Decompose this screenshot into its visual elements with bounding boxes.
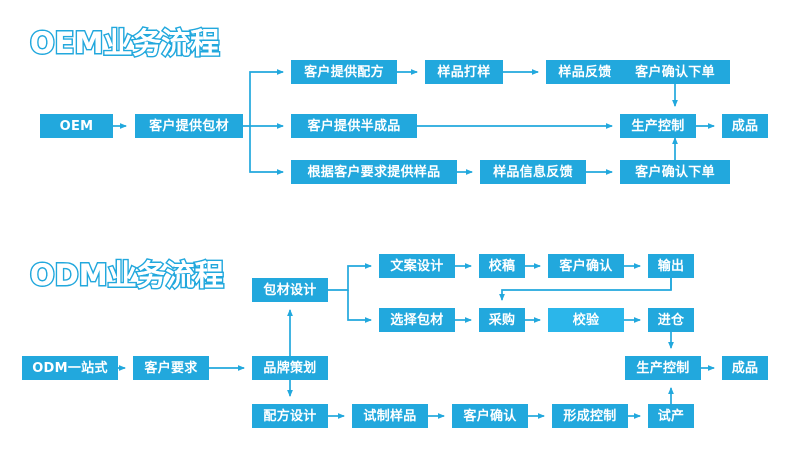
node-oem_b1_2[interactable]: 样品打样 <box>425 60 503 84</box>
node-label: 客户提供半成品 <box>307 118 401 134</box>
node-odm_sample[interactable]: 试制样品 <box>352 404 428 428</box>
node-label: 客户提供配方 <box>304 64 384 80</box>
node-label: 包材设计 <box>263 282 317 298</box>
node-label: 校验 <box>572 312 600 328</box>
node-label: 文案设计 <box>390 258 444 274</box>
node-label: 样品打样 <box>437 64 491 80</box>
node-label: 进仓 <box>657 312 685 328</box>
node-label: 样品反馈 <box>558 64 612 80</box>
node-label: 客户确认 <box>463 408 517 424</box>
node-label: 样品信息反馈 <box>493 164 573 180</box>
node-label: 成品 <box>731 360 759 376</box>
node-odm_control[interactable]: 形成控制 <box>552 404 628 428</box>
node-label: 校稿 <box>488 258 516 274</box>
node-odm_copy[interactable]: 文案设计 <box>379 254 455 278</box>
node-oem_b1_3[interactable]: 样品反馈 <box>546 60 624 84</box>
node-oem_b3_1[interactable]: 根据客户要求提供样品 <box>291 160 457 184</box>
node-oem_pack[interactable]: 客户提供包材 <box>135 114 243 138</box>
node-label: 客户确认 <box>559 258 613 274</box>
node-oem_b1_1[interactable]: 客户提供配方 <box>291 60 397 84</box>
node-label: 配方设计 <box>263 408 317 424</box>
node-label: 客户确认下单 <box>635 64 715 80</box>
node-label: 形成控制 <box>563 408 617 424</box>
node-odm_req[interactable]: 客户要求 <box>133 356 209 380</box>
node-label: 品牌策划 <box>263 360 317 376</box>
node-oem_b3_2[interactable]: 样品信息反馈 <box>480 160 586 184</box>
node-odm_start[interactable]: ODM一站式 <box>22 356 118 380</box>
node-odm_buy[interactable]: 采购 <box>479 308 525 332</box>
node-label: 试产 <box>657 408 685 424</box>
node-odm_conf2[interactable]: 客户确认 <box>452 404 528 428</box>
node-label: 输出 <box>657 258 685 274</box>
node-odm_proof[interactable]: 校稿 <box>479 254 525 278</box>
odm-title-stroke: ODM业务流程 <box>29 257 226 294</box>
node-odm_store[interactable]: 进仓 <box>648 308 694 332</box>
node-odm_form[interactable]: 配方设计 <box>252 404 328 428</box>
node-oem_ctrl[interactable]: 生产控制 <box>620 114 696 138</box>
node-label: ODM一站式 <box>32 360 108 376</box>
node-oem_done[interactable]: 成品 <box>722 114 768 138</box>
node-odm_done[interactable]: 成品 <box>722 356 768 380</box>
node-odm_trial[interactable]: 试产 <box>648 404 694 428</box>
node-oem_b2_1[interactable]: 客户提供半成品 <box>291 114 417 138</box>
node-oem_b1_4[interactable]: 客户确认下单 <box>620 60 730 84</box>
node-odm_brand[interactable]: 品牌策划 <box>252 356 328 380</box>
node-odm_ctrl[interactable]: 生产控制 <box>625 356 701 380</box>
oem-section-title: OEM业务流程 OEM业务流程 <box>28 20 220 62</box>
node-label: 客户确认下单 <box>635 164 715 180</box>
node-label: 试制样品 <box>363 408 417 424</box>
node-label: 根据客户要求提供样品 <box>307 164 441 180</box>
node-label: 采购 <box>488 312 516 328</box>
odm-section-title: ODM业务流程 ODM业务流程 <box>29 252 226 294</box>
node-odm_out[interactable]: 输出 <box>648 254 694 278</box>
oem-title-fill: OEM业务流程 <box>30 26 220 60</box>
node-label: 生产控制 <box>636 360 690 376</box>
node-oem_start[interactable]: OEM <box>40 114 113 138</box>
node-label: 客户要求 <box>144 360 198 376</box>
node-odm_pkg[interactable]: 包材设计 <box>252 278 328 302</box>
node-label: 生产控制 <box>631 118 685 134</box>
node-label: OEM <box>59 118 94 134</box>
oem-title-stroke: OEM业务流程 <box>28 25 220 62</box>
node-odm_check[interactable]: 校验 <box>548 308 624 332</box>
odm-title-fill: ODM业务流程 <box>30 258 224 292</box>
node-oem_b3_3[interactable]: 客户确认下单 <box>620 160 730 184</box>
node-label: 选择包材 <box>390 312 444 328</box>
node-odm_conf1[interactable]: 客户确认 <box>548 254 624 278</box>
node-label: 客户提供包材 <box>149 118 229 134</box>
node-label: 成品 <box>731 118 759 134</box>
node-odm_choose[interactable]: 选择包材 <box>379 308 455 332</box>
